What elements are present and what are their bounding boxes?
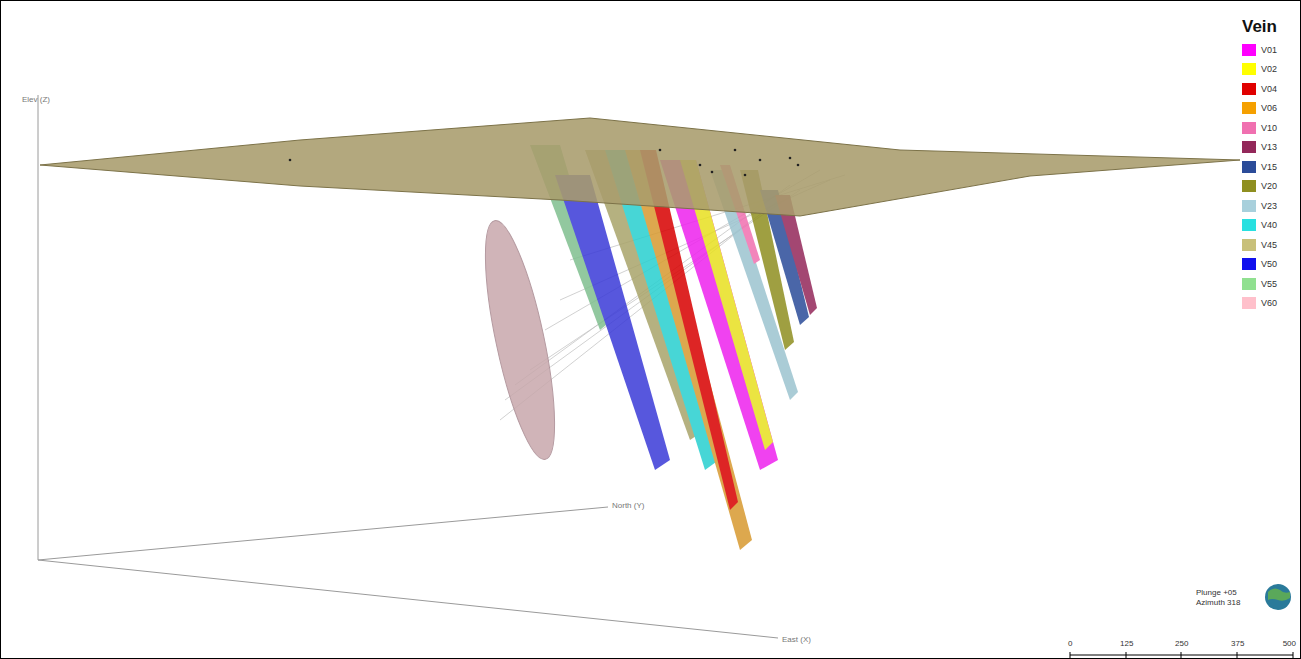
legend-swatch: [1242, 102, 1256, 114]
legend-text: V45: [1261, 240, 1277, 250]
legend-entry: V50: [1242, 255, 1277, 275]
legend-entry: V02: [1242, 60, 1277, 80]
legend-text: V02: [1261, 64, 1277, 74]
legend-entry: V01: [1242, 40, 1277, 60]
legend-swatch: [1242, 200, 1256, 212]
legend-entry: V15: [1242, 157, 1277, 177]
legend-title: Vein: [1242, 18, 1277, 35]
legend-text: V15: [1261, 162, 1277, 172]
legend-entry: V10: [1242, 118, 1277, 138]
legend-entry: V23: [1242, 196, 1277, 216]
legend-swatch: [1242, 297, 1256, 309]
legend-swatch: [1242, 161, 1256, 173]
legend-entry: V55: [1242, 274, 1277, 294]
legend-text: V01: [1261, 45, 1277, 55]
scale-tick: 500: [1283, 640, 1296, 648]
legend-swatch: [1242, 83, 1256, 95]
legend: V01V02V04V06V10V13V15V20V23V40V45V50V55V…: [1242, 40, 1277, 313]
legend-swatch: [1242, 180, 1256, 192]
legend-text: V04: [1261, 84, 1277, 94]
scale-tick: 0: [1068, 640, 1072, 648]
legend-swatch: [1242, 141, 1256, 153]
scale-tick: 250: [1175, 640, 1188, 648]
axis-label: East (X): [782, 636, 811, 644]
legend-text: V20: [1261, 181, 1277, 191]
legend-swatch: [1242, 258, 1256, 270]
legend-entry: V60: [1242, 294, 1277, 314]
legend-text: V13: [1261, 142, 1277, 152]
legend-text: V10: [1261, 123, 1277, 133]
scale-tick: 125: [1120, 640, 1133, 648]
legend-swatch: [1242, 219, 1256, 231]
legend-text: V50: [1261, 259, 1277, 269]
legend-entry: V06: [1242, 99, 1277, 119]
view-plunge: Plunge +05: [1196, 589, 1237, 597]
legend-swatch: [1242, 239, 1256, 251]
legend-entry: V04: [1242, 79, 1277, 99]
legend-swatch: [1242, 44, 1256, 56]
legend-text: V60: [1261, 298, 1277, 308]
legend-text: V40: [1261, 220, 1277, 230]
legend-swatch: [1242, 122, 1256, 134]
view-azimuth: Azimuth 318: [1196, 599, 1240, 607]
scale-tick: 375: [1231, 640, 1244, 648]
legend-entry: V45: [1242, 235, 1277, 255]
legend-entry: V20: [1242, 177, 1277, 197]
legend-text: V06: [1261, 103, 1277, 113]
legend-entry: V13: [1242, 138, 1277, 158]
axis-label: North (Y): [612, 502, 644, 510]
legend-text: V55: [1261, 279, 1277, 289]
legend-entry: V40: [1242, 216, 1277, 236]
legend-swatch: [1242, 278, 1256, 290]
axis-label: Elev (Z): [22, 96, 50, 104]
legend-swatch: [1242, 63, 1256, 75]
legend-text: V23: [1261, 201, 1277, 211]
